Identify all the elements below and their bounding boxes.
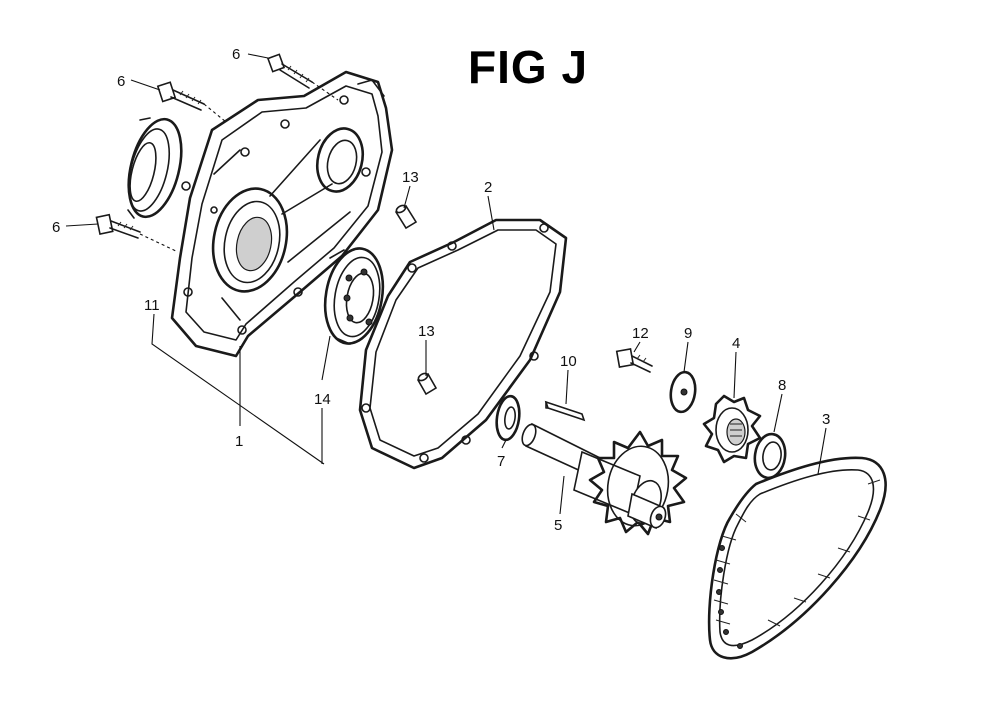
key-10 <box>544 400 586 422</box>
washer-7 <box>495 394 521 442</box>
callout-6-upper: 6 <box>117 73 125 90</box>
bolt-12 <box>615 347 653 373</box>
case-cover-1 <box>170 70 394 358</box>
callout-2: 2 <box>484 179 492 196</box>
oil-seal-11 <box>127 117 183 219</box>
figure-title: FIG J <box>468 41 589 93</box>
bearing-14 <box>323 247 385 345</box>
callout-labels: 6 6 6 13 2 11 13 14 1 10 12 9 4 8 3 7 5 <box>52 46 830 534</box>
callout-12: 12 <box>632 325 649 342</box>
shaft-sprocket-5 <box>521 422 688 536</box>
drive-sprocket-4 <box>702 394 762 464</box>
callout-5: 5 <box>554 517 562 534</box>
callout-11: 11 <box>144 297 160 314</box>
bolt-6-lower <box>95 213 141 239</box>
dowel-pin-13-upper <box>394 204 418 230</box>
callout-3: 3 <box>822 411 830 428</box>
callout-13-lower: 13 <box>418 323 435 340</box>
callout-1: 1 <box>235 433 243 450</box>
chain-3 <box>707 456 887 660</box>
callout-4: 4 <box>732 335 740 352</box>
gasket-2 <box>358 218 568 470</box>
callout-9: 9 <box>684 325 692 342</box>
callout-7: 7 <box>497 453 505 470</box>
callout-14: 14 <box>314 391 331 408</box>
callout-10: 10 <box>560 353 577 370</box>
callout-6-top: 6 <box>232 46 240 63</box>
seal-ring-8 <box>753 432 787 480</box>
callout-13-upper: 13 <box>402 169 419 186</box>
dowel-pin-13-lower <box>416 372 438 396</box>
bolt-6-top <box>266 53 313 89</box>
callout-8: 8 <box>778 377 786 394</box>
bolt-6-upper <box>156 81 205 111</box>
leader-lines <box>65 53 827 515</box>
callout-6-lower: 6 <box>52 219 60 236</box>
washer-9 <box>669 370 697 414</box>
